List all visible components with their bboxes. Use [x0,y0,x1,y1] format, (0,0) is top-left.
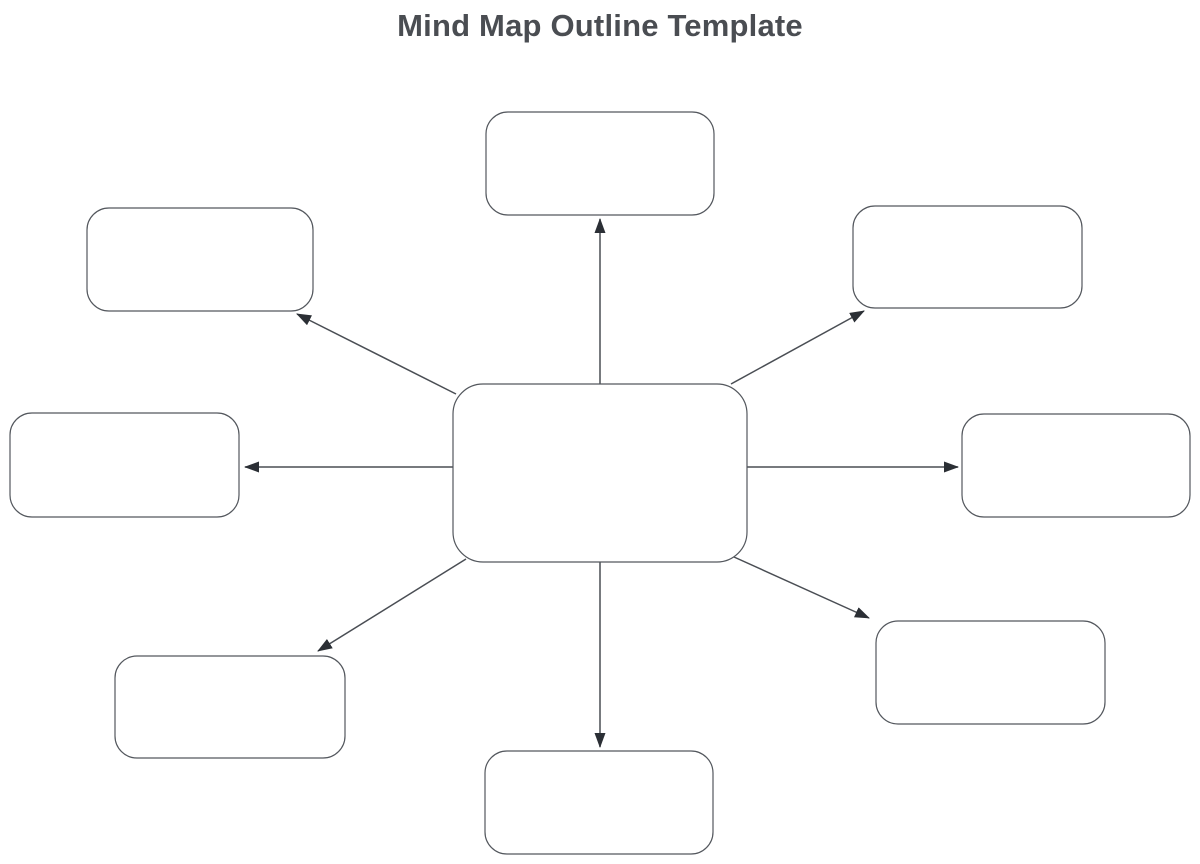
node-branch-top-left[interactable] [86,207,314,312]
node-branch-bottom[interactable] [484,750,714,855]
connector-center-to-bottom-left [317,558,467,652]
central-topic-box[interactable] [452,383,748,563]
branch-bottom-box[interactable] [484,750,714,855]
node-branch-bottom-left[interactable] [114,655,346,759]
node-branch-right[interactable] [961,413,1191,518]
node-branch-top-right[interactable] [852,205,1083,309]
page-title: Mind Map Outline Template [397,8,803,43]
node-branch-top[interactable] [485,111,715,216]
branch-right-box[interactable] [961,413,1191,518]
branch-top-right-box[interactable] [852,205,1083,309]
connector-center-to-top-right [730,310,865,385]
node-central-topic[interactable] [452,383,748,563]
branch-bottom-left-box[interactable] [114,655,346,759]
connector-center-to-bottom-right [733,556,870,619]
node-branch-bottom-right[interactable] [875,620,1106,725]
branch-bottom-right-box[interactable] [875,620,1106,725]
branch-top-left-box[interactable] [86,207,314,312]
branch-left-box[interactable] [9,412,240,518]
branch-top-box[interactable] [485,111,715,216]
node-branch-left[interactable] [9,412,240,518]
connector-center-to-top-left [296,313,457,395]
connector-group [244,218,959,748]
